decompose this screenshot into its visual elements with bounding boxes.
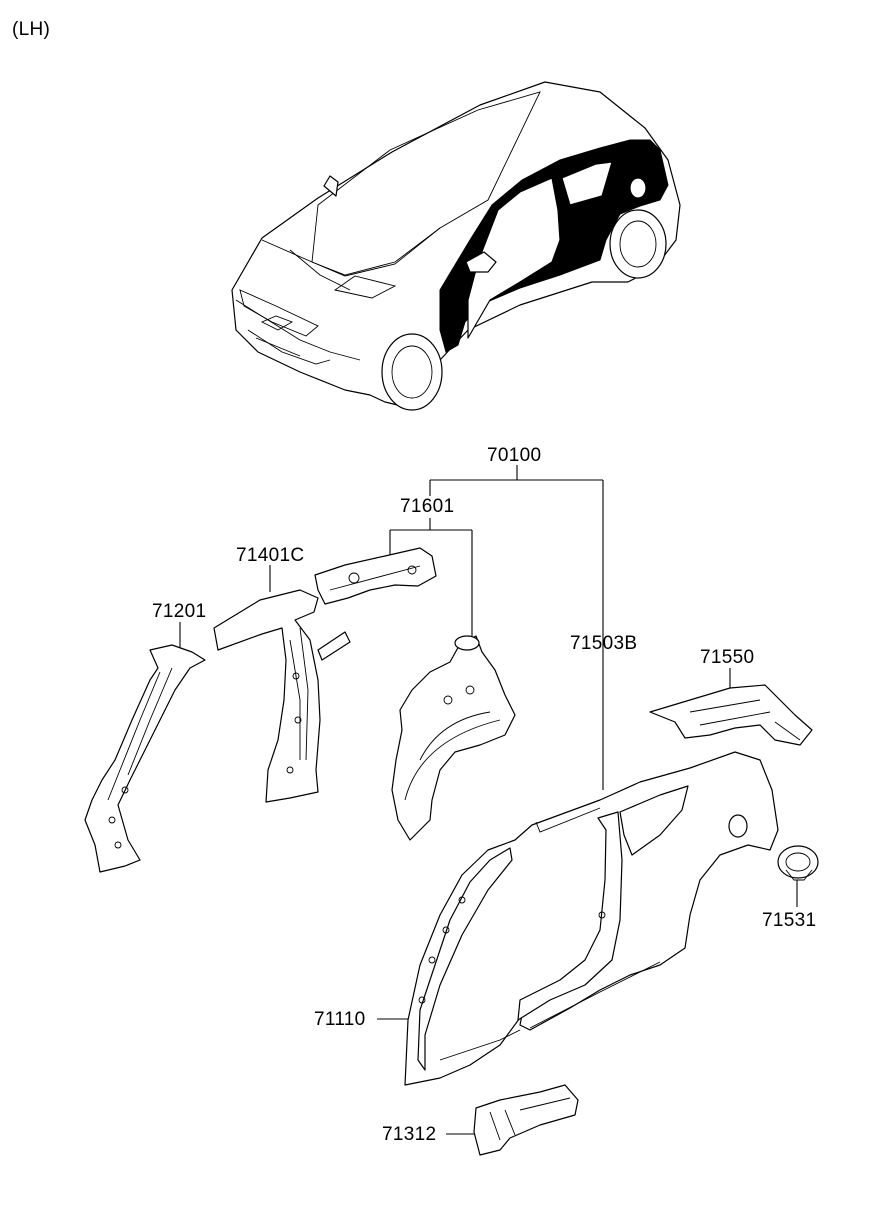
part-71601-upper xyxy=(314,547,437,605)
part-71550 xyxy=(649,684,813,746)
leader-lines xyxy=(179,465,798,1135)
label-71201: 71201 xyxy=(152,601,207,622)
label-71503b: 71503B xyxy=(570,633,638,654)
label-71531: 71531 xyxy=(762,910,817,931)
label-71550: 71550 xyxy=(700,647,755,668)
side-indicator: (LH) xyxy=(12,19,51,40)
car-body xyxy=(231,81,681,411)
label-71110: 71110 xyxy=(314,1009,366,1030)
part-71531 xyxy=(777,845,819,881)
label-70100: 70100 xyxy=(487,445,542,466)
part-71601-wheelhouse xyxy=(391,635,516,841)
label-71312: 71312 xyxy=(382,1124,437,1145)
part-71503b-side-outer xyxy=(404,751,779,1086)
part-71201 xyxy=(84,644,206,873)
label-71401c: 71401C xyxy=(236,545,305,566)
label-71601: 71601 xyxy=(400,496,455,517)
part-71312 xyxy=(473,1084,579,1156)
part-71401c xyxy=(213,589,351,803)
